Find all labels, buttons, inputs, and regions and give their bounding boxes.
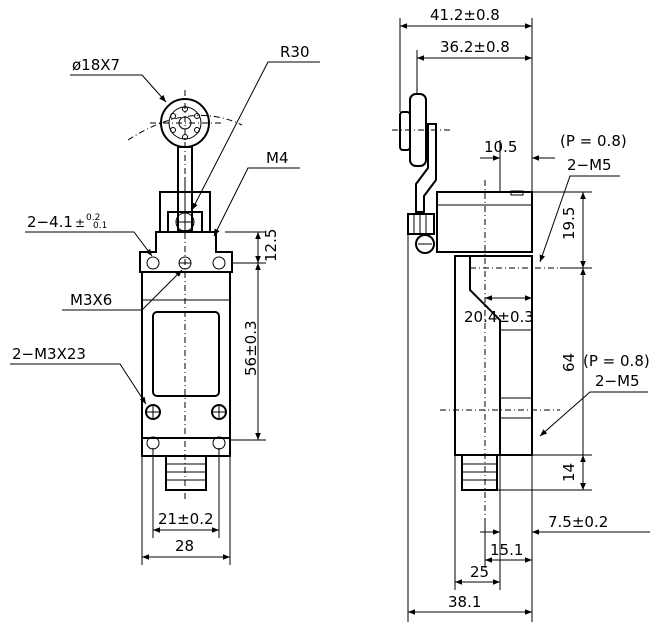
roller-dim-label: ø18X7 bbox=[72, 56, 120, 74]
cable-gland bbox=[165, 456, 207, 491]
switch-base bbox=[141, 437, 231, 457]
dim-38-1-label: 38.1 bbox=[448, 593, 481, 611]
dim-28-label: 28 bbox=[175, 537, 194, 555]
dim-41-2-label: 41.2±0.8 bbox=[430, 6, 500, 24]
screw-m3x6-label: M3X6 bbox=[70, 291, 112, 309]
dim-56-label: 56±0.3 bbox=[242, 320, 260, 376]
dim-20-4-label: 20.4±0.3 bbox=[464, 308, 534, 326]
side-lever bbox=[415, 123, 437, 213]
mount-holes-label: 2−4.1±0.2 bbox=[27, 213, 100, 231]
side-body bbox=[454, 255, 501, 456]
dim-14-label: 14 bbox=[560, 463, 578, 482]
side-pivot bbox=[415, 234, 435, 254]
thread-bottom-label: 2−M5 bbox=[595, 372, 640, 390]
dim-25-label: 25 bbox=[470, 563, 489, 581]
thread-m4-label: M4 bbox=[266, 149, 289, 167]
switch-head bbox=[139, 231, 233, 273]
front-view: ø18X7 R30 M4 2−4.1±0.2 0.1 M3X6 2−M3X23 … bbox=[10, 43, 320, 565]
body-window bbox=[152, 311, 220, 397]
dim-19-5-label: 19.5 bbox=[560, 207, 578, 240]
side-roller bbox=[399, 111, 411, 151]
dim-10-5-label: 10.5 bbox=[484, 138, 517, 156]
side-view: 41.2±0.8 36.2±0.8 10.5 (P = 0.8) 2−M5 19… bbox=[392, 6, 650, 622]
pitch-top-label: (P = 0.8) bbox=[560, 132, 627, 150]
mount-holes-tol-lower: 0.1 bbox=[93, 221, 107, 231]
dim-12-5-label: 12.5 bbox=[262, 229, 280, 262]
dim-15-1-label: 15.1 bbox=[490, 541, 523, 559]
dim-7-5-label: 7.5±0.2 bbox=[548, 513, 608, 531]
screw-m3x23-label: 2−M3X23 bbox=[12, 345, 86, 363]
side-head bbox=[436, 191, 533, 253]
mount-hole-left bbox=[146, 256, 160, 270]
radius-dim-label: R30 bbox=[280, 43, 310, 61]
roller-swing-arc bbox=[127, 114, 243, 141]
dim-64-label: 64 bbox=[560, 353, 578, 372]
thread-top-label: 2−M5 bbox=[567, 156, 612, 174]
dim-21-label: 21±0.2 bbox=[158, 510, 214, 528]
mount-hole-right bbox=[212, 256, 226, 270]
dim-36-2-label: 36.2±0.8 bbox=[440, 38, 510, 56]
pitch-bottom-label: (P = 0.8) bbox=[583, 352, 650, 370]
